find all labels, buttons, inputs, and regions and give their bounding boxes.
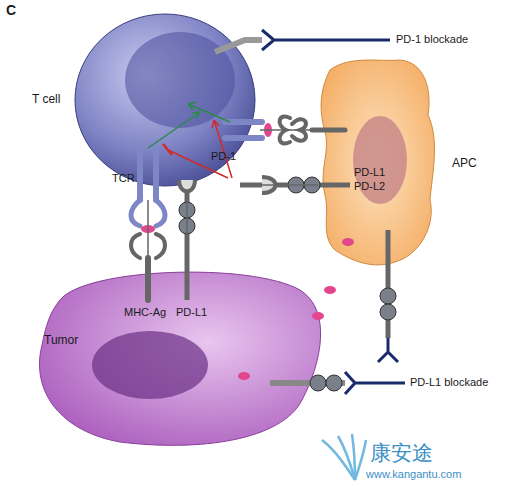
binding-link — [260, 130, 318, 131]
pd1-blockade-antibody — [215, 30, 390, 52]
binding-link — [187, 200, 188, 262]
apc-pdl1-stalk — [378, 230, 398, 362]
panel-letter: C — [6, 2, 16, 18]
cytokine-dots — [238, 238, 354, 380]
cell-region: APC — [318, 55, 480, 277]
receptor-label: PD-1 — [211, 150, 236, 163]
receptor-label: TCR — [112, 172, 135, 185]
watermark-logo — [322, 434, 366, 480]
watermark-url: www.kangantu.com — [366, 468, 461, 481]
pd1-pdl1-apc-pair — [240, 177, 350, 193]
ligand-label: PD-L1 — [354, 166, 385, 179]
antibody-label: PD-L1 blockade — [410, 376, 488, 389]
cell-region: Tumor — [30, 262, 330, 452]
signal-arrows — [148, 102, 232, 178]
pdl1-blockade-antibody — [270, 372, 405, 394]
cell-region: T cell — [28, 15, 260, 200]
cell-name: Tumor — [44, 334, 78, 348]
binding-link — [148, 200, 149, 262]
tumor-body — [39, 272, 320, 445]
molecule-label: MHC-Ag — [124, 306, 166, 319]
ligand-label: PD-L2 — [354, 180, 385, 193]
costim-pair — [225, 117, 345, 144]
t-cell-body — [75, 14, 255, 186]
binding-link — [260, 185, 318, 186]
antibody-label: PD-1 blockade — [396, 33, 468, 46]
ligand-label: PD-L1 — [176, 306, 207, 319]
pd1-pdl1-pair — [179, 180, 195, 300]
watermark-text: 康安途 — [370, 441, 433, 465]
cell-name: T cell — [32, 93, 60, 107]
cell-name: APC — [452, 157, 477, 171]
apc-body — [321, 60, 434, 265]
